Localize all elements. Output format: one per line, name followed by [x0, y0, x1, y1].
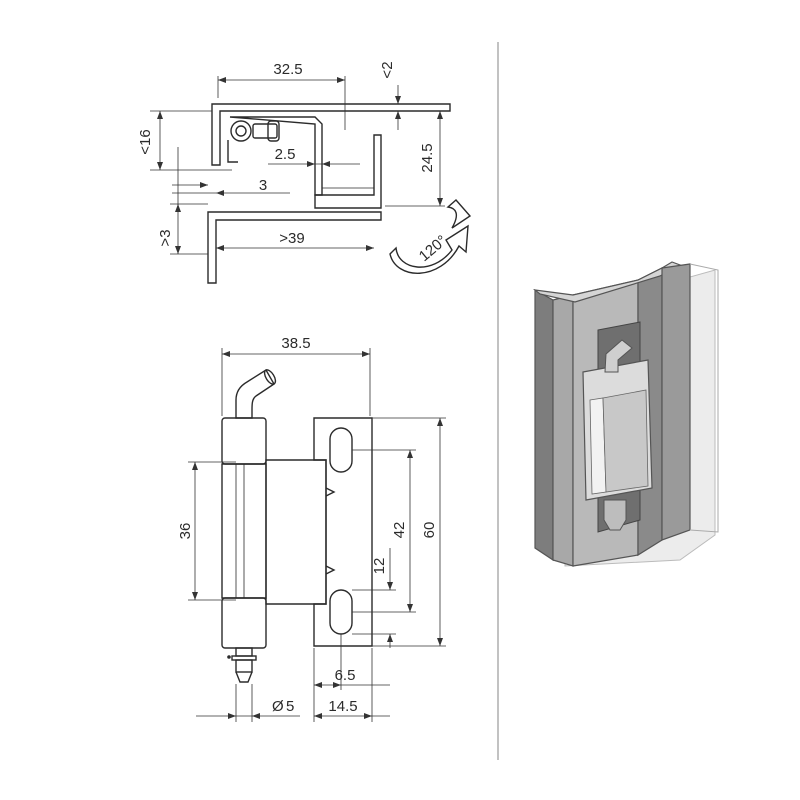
hinge-leaf-plan: [314, 134, 382, 209]
dim-label: 38.5: [281, 335, 310, 352]
dim-label: 36: [177, 523, 194, 540]
dim-label: <16: [137, 129, 154, 154]
dim-24-5: 24.5: [385, 111, 445, 207]
dim-label: <2: [379, 61, 396, 78]
pin-bottom: [231, 647, 257, 683]
dim-more-39: >39: [216, 230, 374, 251]
dim-60: 60: [372, 417, 446, 647]
dim-label: 3: [259, 177, 267, 194]
rotation-arrow-icon: 120°: [389, 199, 472, 274]
tooth: [325, 565, 336, 575]
upper-slot: [329, 427, 353, 473]
dim-label: 14.5: [328, 698, 357, 715]
upper-knuckle: [221, 417, 267, 465]
lower-slot: [329, 589, 353, 635]
dim-less-2: <2: [379, 61, 401, 130]
dim-6-5: 6.5: [313, 634, 390, 722]
dim-diameter-5: Ø 5: [196, 684, 300, 722]
dim-label: 2.5: [275, 146, 296, 163]
dim-label: 6.5: [335, 667, 356, 684]
dim-label: 5: [286, 698, 294, 715]
top-view: 32.5 <2 24.5 <16 2.5: [137, 61, 472, 284]
isometric-view: [532, 261, 719, 567]
pin-top: [235, 369, 277, 419]
dim-label: >3: [157, 229, 174, 246]
dim-label: 60: [421, 522, 438, 539]
dim-label: 12: [371, 558, 388, 575]
dim-36: 36: [177, 461, 236, 601]
dim-label: 32.5: [273, 61, 302, 78]
pin-plan: [227, 120, 280, 163]
dim-3: 3: [172, 147, 290, 205]
tooth: [325, 487, 336, 497]
frame-plate: [207, 211, 382, 284]
dim-14-5: 14.5: [314, 648, 390, 722]
door-plate: [211, 103, 451, 166]
dim-12: 12: [352, 548, 396, 648]
dim-label: >39: [279, 230, 304, 247]
dim-label: 24.5: [419, 143, 436, 172]
dim-less-16: <16: [137, 110, 232, 171]
dim-more-3: >3: [157, 203, 208, 255]
dim-42: 42: [352, 449, 416, 613]
dim-2-5: 2.5: [268, 146, 360, 167]
dim-32-5: 32.5: [217, 61, 346, 130]
dim-label: 42: [391, 522, 408, 539]
diameter-symbol: Ø: [272, 698, 284, 715]
mounting-plate: [313, 417, 373, 647]
leaf: [265, 459, 327, 605]
front-view: 38.5 36 42 60 12: [177, 335, 446, 722]
lower-knuckle: [221, 597, 267, 649]
dim-38-5: 38.5: [221, 335, 371, 416]
